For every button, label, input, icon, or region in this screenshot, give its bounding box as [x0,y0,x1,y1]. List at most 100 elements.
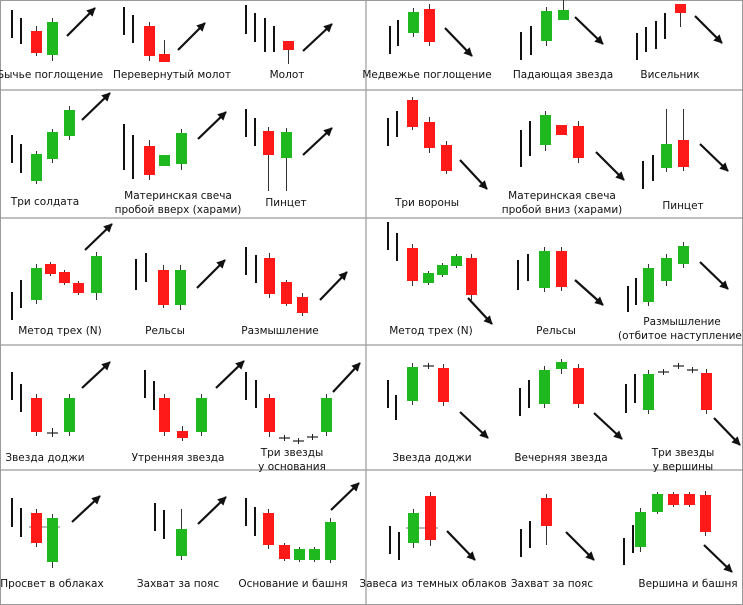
pattern-13 [11,223,113,320]
bullish-candle [437,265,448,275]
pattern-label-line: Перевернутый молот [112,69,232,81]
pattern-20 [144,360,245,441]
pattern-label-line: Вершина и башня [638,578,738,590]
arrow-down-icon [595,151,625,181]
pattern-label: Падающая звезда [513,68,613,82]
arrow-down-icon [703,544,733,573]
arrow-down-icon [713,417,741,446]
bullish-candle [196,398,207,432]
pattern-28 [389,492,476,561]
pattern-21 [245,362,361,444]
bearish-candle [700,495,711,532]
bullish-candle [539,370,550,404]
arrow-up-icon [302,23,333,52]
arrow-down-icon [699,143,729,172]
bullish-candle [661,144,672,168]
pattern-label: Метод трех (N) [389,324,473,338]
bullish-candle [678,246,689,264]
pattern-label-line: Молот [269,69,305,81]
bullish-candle [558,10,569,20]
pattern-18 [627,242,729,312]
bullish-candle [159,155,170,166]
pattern-22 [387,363,489,439]
arrow-up-icon [81,92,111,121]
bullish-candle [556,362,567,369]
bullish-candle [321,398,332,432]
bearish-candle [425,496,436,540]
pattern-29 [520,494,595,561]
bearish-candle [177,431,188,438]
bearish-candle [573,126,584,158]
pattern-27 [245,482,360,563]
bullish-candle [176,133,187,164]
arrow-up-icon [66,7,96,37]
bullish-candle [408,12,419,33]
arrow-up-icon [197,496,227,525]
bullish-candle [64,110,75,136]
pattern-label: Вершина и башня [638,577,737,591]
arrow-up-icon [71,495,101,523]
arrow-down-icon [459,159,488,190]
bullish-candle [661,258,672,281]
bearish-candle [407,248,418,281]
pattern-label-line: Просвет в облаках [0,578,104,590]
bearish-candle [144,146,155,175]
pattern-label-line: Захват за пояс [510,578,594,590]
pattern-label: Пинцет [265,196,306,210]
pattern-3 [245,5,333,64]
bullish-candle [281,132,292,158]
pattern-label: Бычье поглощение [0,68,103,82]
pattern-label-line: Пинцет [265,197,307,209]
bearish-candle [73,283,84,293]
bearish-candle [159,54,170,62]
pattern-label-line: Основание и башня [238,578,348,590]
pattern-label: Завеса из темных облаков [359,577,506,591]
bullish-candle [91,256,102,293]
bearish-candle [556,125,567,135]
pattern-26 [154,496,227,560]
arrow-down-icon [565,531,595,561]
pattern-label: Вечерняя звезда [514,451,607,465]
pattern-label: Звезда доджи [5,451,84,465]
pattern-14 [135,253,226,310]
bearish-candle [45,264,56,274]
pattern-label: Размышление(отбитое наступление) [618,315,743,343]
bearish-candle [675,4,686,13]
pattern-30 [623,491,733,573]
pattern-label: Молот [270,68,305,82]
bearish-candle [424,122,435,148]
bullish-candle [47,22,58,55]
pattern-label-line: Три солдата [10,196,80,208]
bearish-candle [31,31,42,53]
pattern-label-line: Пинцет [662,200,704,212]
bearish-candle [678,140,689,167]
arrow-down-icon [444,27,473,57]
arrow-down-icon [467,297,493,325]
pattern-23 [519,359,623,440]
pattern-16 [387,222,493,325]
bearish-candle [466,258,477,295]
arrow-up-icon [177,22,206,51]
bullish-candle [31,154,42,181]
bullish-candle [325,522,336,560]
pattern-9 [245,109,333,191]
pattern-label: Захват за пояс [137,577,219,591]
pattern-label-line: у основания [258,461,326,473]
pattern-label-line: Рельсы [145,325,185,337]
bearish-candle [283,41,294,50]
arrow-up-icon [215,360,245,389]
pattern-label: Медвежье поглощение [362,68,491,82]
pattern-label: Висельник [640,68,699,82]
pattern-label-line: у вершины [652,461,714,473]
pattern-15 [245,247,348,316]
arrow-down-icon [699,261,729,290]
bullish-candle [31,268,42,300]
bearish-candle [701,373,712,410]
pattern-17 [517,247,604,306]
bullish-candle [539,251,550,288]
arrow-up-icon [81,361,111,389]
pattern-2 [123,7,206,62]
